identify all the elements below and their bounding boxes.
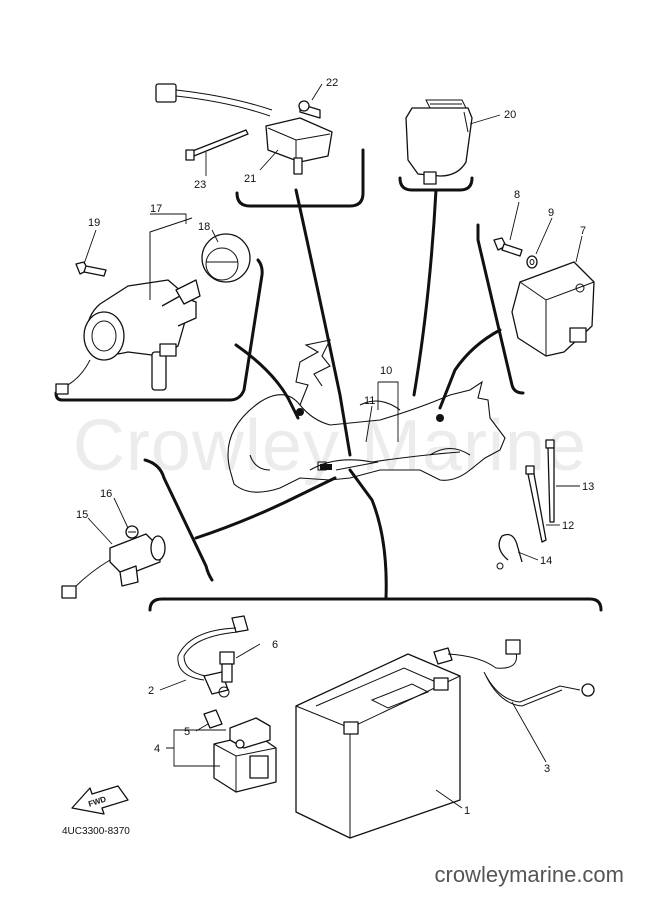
callout-16: 16 <box>100 488 112 500</box>
starter-relay-icon <box>213 717 277 793</box>
bolt-icon <box>75 261 107 277</box>
callout-labels: 22 20 21 23 17 18 19 8 9 7 10 11 13 12 1… <box>76 77 594 817</box>
callout-2: 2 <box>148 685 154 697</box>
callout-15: 15 <box>76 509 88 521</box>
diagram-code: 4UC3300-8370 <box>62 826 130 837</box>
callout-17: 17 <box>150 203 162 215</box>
callout-leaders <box>83 83 583 809</box>
callout-6: 6 <box>272 639 278 651</box>
callout-13: 13 <box>582 481 594 493</box>
washer-icon <box>526 255 538 269</box>
bracket-frames <box>54 148 603 612</box>
callout-18: 18 <box>198 221 210 233</box>
cap-icon <box>201 233 251 283</box>
cable-tie-icon <box>185 129 249 161</box>
battery-cable-negative-icon <box>177 615 249 698</box>
callout-11: 11 <box>364 395 375 407</box>
callout-1: 1 <box>464 805 470 817</box>
fuse-icon <box>203 709 223 729</box>
frame-leaders <box>194 188 502 600</box>
callout-23: 23 <box>194 179 206 191</box>
callout-7: 7 <box>580 225 586 237</box>
callout-3: 3 <box>544 763 550 775</box>
callout-10: 10 <box>380 365 392 377</box>
cdi-unit-icon <box>511 261 595 357</box>
relay-icon <box>405 99 473 185</box>
battery-icon <box>295 653 461 839</box>
callout-21: 21 <box>244 173 256 185</box>
callout-5: 5 <box>184 726 190 738</box>
cable-tie-icon <box>525 439 555 543</box>
solenoid-switch-icon <box>61 533 166 599</box>
main-switch-icon <box>55 217 201 395</box>
callout-20: 20 <box>504 109 516 121</box>
watermark: Crowley Marine <box>73 406 587 486</box>
screw-icon <box>125 525 139 539</box>
callout-4: 4 <box>154 743 160 755</box>
footer-url: crowleymarine.com <box>435 862 625 887</box>
sensor-icon <box>155 83 333 175</box>
vehicle-outline <box>227 339 506 493</box>
callout-12: 12 <box>562 520 574 532</box>
bolt-icon <box>219 651 235 683</box>
fwd-arrow-icon: FWD <box>71 785 129 815</box>
callout-22: 22 <box>326 77 338 89</box>
callout-8: 8 <box>514 189 520 201</box>
callout-19: 19 <box>88 217 100 229</box>
callout-9: 9 <box>548 207 554 219</box>
clamp-icon <box>496 533 523 570</box>
callout-14: 14 <box>540 555 552 567</box>
bolt-icon <box>493 237 523 257</box>
battery-cable-positive-icon <box>433 639 595 707</box>
